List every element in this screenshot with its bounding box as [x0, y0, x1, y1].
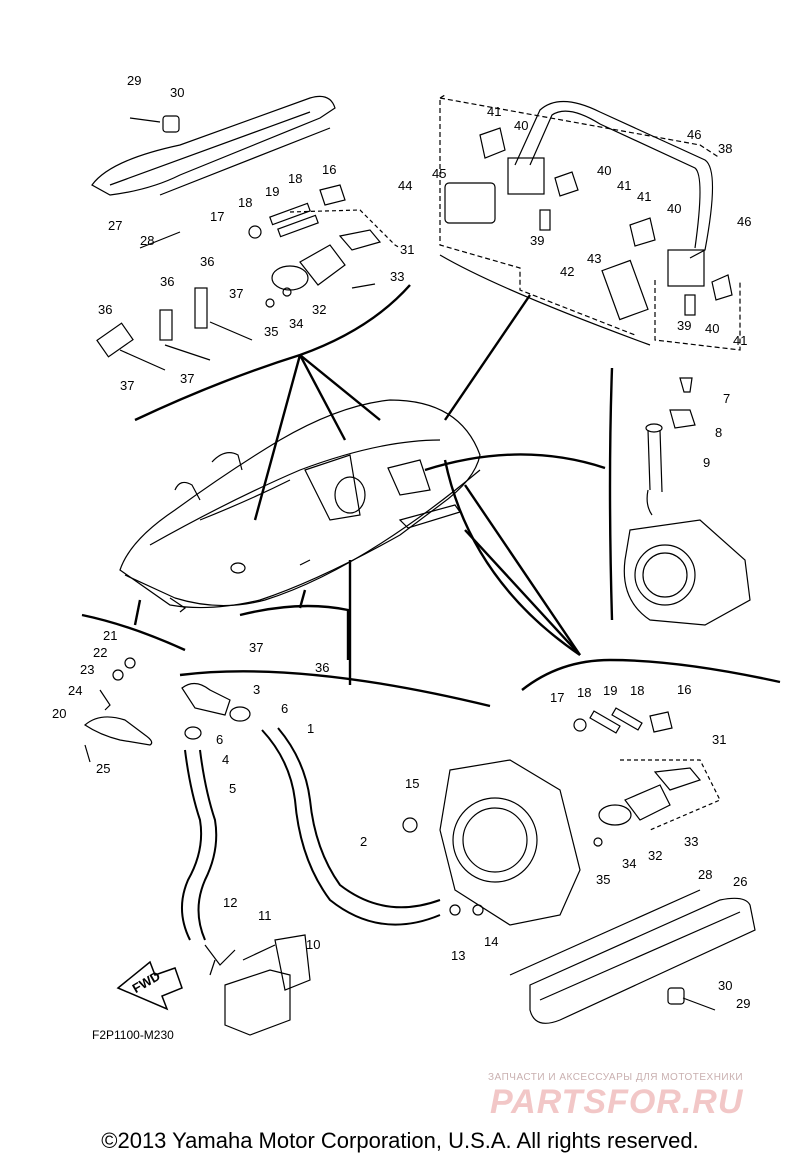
callout-9: 9 — [703, 455, 710, 470]
callout-40: 40 — [705, 321, 719, 336]
callout-29: 29 — [736, 996, 750, 1011]
callout-31: 31 — [400, 242, 414, 257]
callout-37: 37 — [120, 378, 134, 393]
callout-36: 36 — [160, 274, 174, 289]
callout-36: 36 — [98, 302, 112, 317]
callout-36: 36 — [200, 254, 214, 269]
callout-26: 26 — [733, 874, 747, 889]
callout-35: 35 — [596, 872, 610, 887]
callout-37: 37 — [180, 371, 194, 386]
callout-28: 28 — [698, 867, 712, 882]
callout-6: 6 — [281, 701, 288, 716]
callout-37: 37 — [229, 286, 243, 301]
callout-30: 30 — [170, 85, 184, 100]
callout-11: 11 — [258, 908, 272, 923]
watermark-tagline: ЗАПЧАСТИ И АКСЕССУАРЫ ДЛЯ МОТОТЕХНИКИ — [488, 1072, 744, 1083]
callout-18: 18 — [577, 685, 591, 700]
callout-18: 18 — [630, 683, 644, 698]
callout-33: 33 — [390, 269, 404, 284]
callout-37: 37 — [249, 640, 263, 655]
hose-assembly — [180, 682, 441, 976]
callout-31: 31 — [712, 732, 726, 747]
callout-1: 1 — [307, 721, 314, 736]
intake-grate-part — [509, 889, 756, 1024]
callout-43: 43 — [587, 251, 601, 266]
fwd-label: FWD — [130, 968, 163, 996]
callout-20: 20 — [52, 706, 66, 721]
callout-8: 8 — [715, 425, 722, 440]
callout-18: 18 — [288, 171, 302, 186]
callout-45: 45 — [432, 166, 446, 181]
vent-box-part — [224, 934, 311, 1036]
pointer-lines — [81, 284, 781, 708]
fwd-arrow-icon — [116, 960, 183, 1011]
callout-2: 2 — [360, 834, 367, 849]
callout-33: 33 — [684, 834, 698, 849]
callout-32: 32 — [312, 302, 326, 317]
diagram-code: F2P1100-M230 — [92, 1028, 174, 1042]
callout-5: 5 — [229, 781, 236, 796]
callout-41: 41 — [733, 333, 747, 348]
callout-40: 40 — [597, 163, 611, 178]
pins-left — [96, 287, 253, 371]
callout-30: 30 — [718, 978, 732, 993]
jet-pump-housing-upper — [623, 377, 751, 626]
callout-38: 38 — [718, 141, 732, 156]
callout-46: 46 — [687, 127, 701, 142]
callout-18: 18 — [238, 195, 252, 210]
bracket-parts-upper — [139, 184, 401, 308]
callout-25: 25 — [96, 761, 110, 776]
callout-36: 36 — [315, 660, 329, 675]
callout-17: 17 — [210, 209, 224, 224]
callout-41: 41 — [487, 104, 501, 119]
callout-14: 14 — [484, 934, 498, 949]
jet-pump-housing-lower — [402, 759, 581, 926]
callout-41: 41 — [617, 178, 631, 193]
callout-7: 7 — [723, 391, 730, 406]
bracket-parts-lower — [573, 707, 721, 847]
callout-39: 39 — [677, 318, 691, 333]
callout-41: 41 — [637, 189, 651, 204]
callout-17: 17 — [550, 690, 564, 705]
callout-28: 28 — [140, 233, 154, 248]
callout-34: 34 — [622, 856, 636, 871]
callout-10: 10 — [306, 937, 320, 952]
callout-22: 22 — [93, 645, 107, 660]
callout-23: 23 — [80, 662, 94, 677]
callout-42: 42 — [560, 264, 574, 279]
callout-16: 16 — [677, 682, 691, 697]
callout-40: 40 — [514, 118, 528, 133]
watercraft-hull — [119, 399, 481, 613]
handle-grip-part — [91, 95, 336, 196]
callout-4: 4 — [222, 752, 229, 767]
callout-19: 19 — [603, 683, 617, 698]
callout-21: 21 — [103, 628, 117, 643]
boarding-handle-part — [439, 94, 741, 351]
watermark-logo: PARTSFOR.RU — [490, 1083, 744, 1121]
callout-40: 40 — [667, 201, 681, 216]
callout-29: 29 — [127, 73, 141, 88]
callout-44: 44 — [398, 178, 412, 193]
callout-39: 39 — [530, 233, 544, 248]
callout-13: 13 — [451, 948, 465, 963]
callout-16: 16 — [322, 162, 336, 177]
callout-32: 32 — [648, 848, 662, 863]
callout-24: 24 — [68, 683, 82, 698]
callout-35: 35 — [264, 324, 278, 339]
callout-3: 3 — [253, 682, 260, 697]
callout-6: 6 — [216, 732, 223, 747]
callout-19: 19 — [265, 184, 279, 199]
bracket-lower-left — [84, 657, 153, 763]
callout-27: 27 — [108, 218, 122, 233]
callout-15: 15 — [405, 776, 419, 791]
callout-34: 34 — [289, 316, 303, 331]
copyright-notice: ©2013 Yamaha Motor Corporation, U.S.A. A… — [101, 1128, 699, 1153]
callout-46: 46 — [737, 214, 751, 229]
callout-12: 12 — [223, 895, 237, 910]
callout-labels: 29 30 27 28 16 18 19 18 17 31 33 32 34 3… — [52, 73, 751, 1011]
